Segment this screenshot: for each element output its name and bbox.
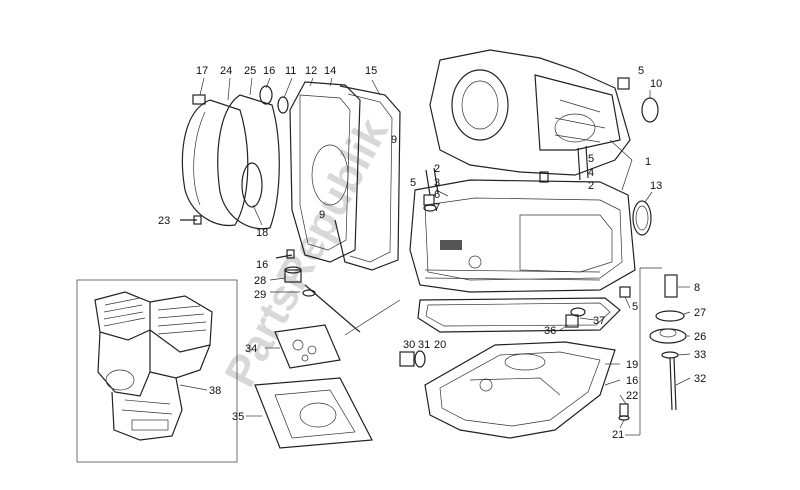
washer-33 <box>661 351 679 359</box>
washer-31 <box>414 350 426 368</box>
callout-1: 1 <box>645 156 651 168</box>
callout-11: 11 <box>285 65 296 77</box>
callout-3: 3 <box>434 177 440 189</box>
screw-16 <box>275 249 295 259</box>
callout-6: 6 <box>434 189 440 201</box>
dipstick <box>304 284 361 333</box>
dowel-5-top <box>617 77 630 90</box>
watermark: PartsRepublik <box>216 110 398 395</box>
callout-36: 36 <box>544 325 556 337</box>
oil-sump-gasket <box>417 297 621 333</box>
callout-34: 34 <box>245 343 257 355</box>
callout-28: 28 <box>254 275 266 287</box>
pickup-pipe-32 <box>669 357 677 411</box>
main-bearing-seal-10 <box>641 97 659 123</box>
callout-9-upper: 9 <box>391 134 397 146</box>
callout-19: 19 <box>626 359 638 371</box>
plug-17 <box>192 94 206 105</box>
callout-5-top: 5 <box>638 65 644 77</box>
callout-33: 33 <box>694 349 706 361</box>
plug-37 <box>570 307 586 317</box>
leader-lines <box>179 77 691 429</box>
crankcase-upper <box>429 49 631 176</box>
front-timing-cover <box>181 99 249 227</box>
callout-25: 25 <box>244 65 256 77</box>
callout-26: 26 <box>694 331 706 343</box>
callout-8: 8 <box>694 282 700 294</box>
callout-18: 18 <box>256 227 268 239</box>
studs-left <box>423 167 439 212</box>
callout-31: 31 <box>418 339 430 351</box>
callout-21: 21 <box>612 429 624 441</box>
callout-5-lower: 5 <box>632 301 638 313</box>
dowel-5-lower <box>619 286 631 298</box>
callout-9-lower: 9 <box>319 209 325 221</box>
filter-cartridge-8 <box>664 274 678 298</box>
studs-right <box>577 145 589 181</box>
callout-24: 24 <box>220 65 232 77</box>
callout-32: 32 <box>694 373 706 385</box>
callout-7: 7 <box>434 202 440 214</box>
gasket-set-35 <box>254 377 373 449</box>
callout-5-left: 5 <box>410 177 416 189</box>
callout-4: 4 <box>588 167 594 179</box>
callout-37: 37 <box>593 315 605 327</box>
callout-5-mid: 5 <box>588 153 594 165</box>
callout-17: 17 <box>196 65 208 77</box>
callout-12: 12 <box>305 65 317 77</box>
timing-cover-plate <box>289 81 361 263</box>
pressure-valve-26 <box>649 328 687 344</box>
callout-22: 22 <box>626 390 638 402</box>
callout-13: 13 <box>650 180 662 192</box>
oil-filler-plug <box>284 266 302 283</box>
callout-2-left: 2 <box>434 163 440 175</box>
plug-30 <box>399 351 415 367</box>
cover-gasket-15 <box>334 85 401 271</box>
rear-seal-13 <box>632 200 652 236</box>
callout-labels: 17 24 25 16 11 12 14 15 9 9 18 23 16 28 … <box>158 65 706 441</box>
callout-16-right: 16 <box>626 375 638 387</box>
oil-seal-16 <box>259 85 273 105</box>
callout-29: 29 <box>254 289 266 301</box>
filter-bracket <box>625 267 662 436</box>
plug-36 <box>565 314 579 328</box>
callout-27: 27 <box>694 307 706 319</box>
callout-10: 10 <box>650 78 662 90</box>
oil-sump <box>424 341 616 439</box>
callout-15: 15 <box>365 65 377 77</box>
callout-23: 23 <box>158 215 170 227</box>
callout-16: 16 <box>263 65 275 77</box>
callout-14: 14 <box>324 65 336 77</box>
cover-gasket <box>217 94 280 230</box>
callout-35: 35 <box>232 411 244 423</box>
drain-plug-21 <box>618 403 630 421</box>
engine-assembly-thumbnail <box>76 279 238 463</box>
callout-20: 20 <box>434 339 446 351</box>
dowel-5 <box>539 171 549 183</box>
gasket-kit-34 <box>274 324 341 369</box>
seal-ring-11 <box>277 96 289 114</box>
callout-16-mid: 16 <box>256 259 268 271</box>
screw-23 <box>180 215 202 225</box>
o-ring-27 <box>655 310 685 322</box>
crankcase-lower <box>409 179 636 293</box>
callout-38: 38 <box>209 385 221 397</box>
callout-2-right: 2 <box>588 180 594 192</box>
callout-30: 30 <box>403 339 415 351</box>
